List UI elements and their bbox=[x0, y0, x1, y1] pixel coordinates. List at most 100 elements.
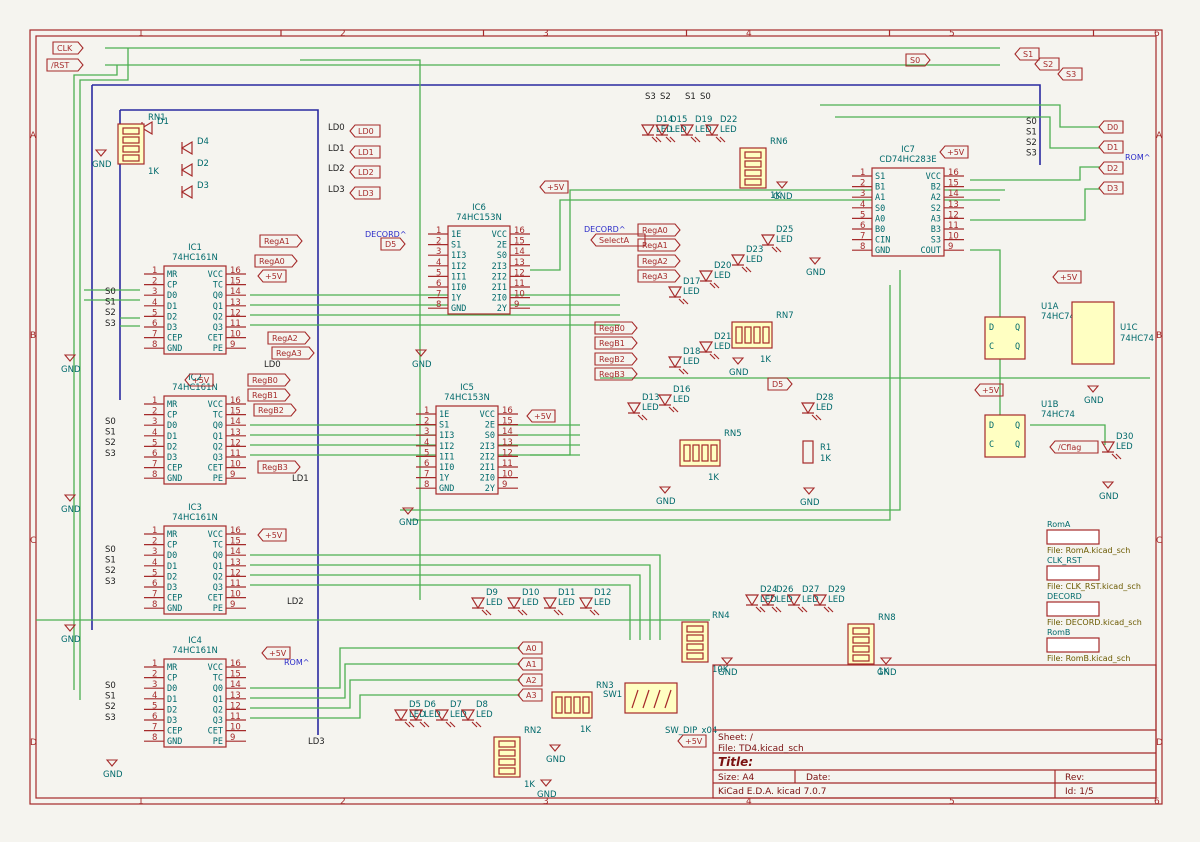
pin-number: 12 bbox=[230, 308, 241, 318]
net-name-s3: S3 bbox=[105, 577, 116, 587]
pin-number: 10 bbox=[230, 590, 241, 600]
net-name-s3: S3 bbox=[105, 319, 116, 329]
gnd-symbol: GND bbox=[92, 149, 112, 170]
pin-name: D1 bbox=[167, 302, 177, 312]
led-ref: D1 bbox=[157, 117, 169, 127]
svg-text:GND: GND bbox=[1099, 492, 1119, 502]
led-ref: D21 bbox=[714, 332, 731, 342]
global-label-rega0b: RegA0 bbox=[637, 223, 681, 237]
led-d2[interactable]: D2 bbox=[180, 159, 209, 178]
pin-number: 14 bbox=[230, 680, 241, 690]
r1-ref: R1 bbox=[820, 443, 831, 453]
gnd-symbol: GND bbox=[877, 657, 897, 678]
led-d3[interactable]: D3 bbox=[180, 181, 209, 200]
led-value: LED bbox=[683, 287, 700, 297]
led-ref: D17 bbox=[683, 277, 700, 287]
global-label-a3: A3 bbox=[517, 688, 543, 702]
pin-name: GND bbox=[451, 304, 466, 314]
svg-text:S2: S2 bbox=[1043, 60, 1053, 69]
pin-number: 13 bbox=[514, 258, 525, 268]
svg-text:RegB0: RegB0 bbox=[252, 376, 278, 385]
svg-text:/RST: /RST bbox=[51, 61, 69, 70]
ic-ref: IC4 bbox=[188, 636, 202, 646]
pin-number: 3 bbox=[152, 417, 157, 427]
svg-text:GND: GND bbox=[773, 192, 793, 202]
sheet-file: File: RomB.kicad_sch bbox=[1047, 654, 1130, 663]
rn-value: 1K bbox=[760, 355, 771, 365]
pin-name: COUT bbox=[921, 246, 941, 256]
net-name-ld0: LD0 bbox=[328, 123, 345, 133]
pin-number: 6 bbox=[436, 279, 441, 289]
pin-name: VCC bbox=[208, 270, 223, 280]
pin-number: 4 bbox=[436, 258, 441, 268]
svg-text:GND: GND bbox=[103, 770, 123, 780]
border-row-label: D bbox=[1156, 738, 1163, 748]
led-value: LED bbox=[424, 710, 441, 720]
svg-text:GND: GND bbox=[1084, 396, 1104, 406]
svg-text:GND: GND bbox=[806, 268, 826, 278]
global-label-regb2b: RegB2 bbox=[594, 352, 638, 366]
pin-number: 4 bbox=[152, 428, 157, 438]
power-5v-label: +5V bbox=[526, 409, 556, 423]
r1-value: 1K bbox=[820, 454, 831, 464]
pin-name: MR bbox=[167, 400, 178, 410]
net-name-s0: S0 bbox=[105, 287, 116, 297]
gnd-symbol: GND bbox=[546, 744, 566, 765]
pin-name: Q0 bbox=[213, 684, 223, 694]
led-ref: D8 bbox=[476, 700, 488, 710]
pin-number: 16 bbox=[230, 396, 241, 406]
svg-text:LD3: LD3 bbox=[358, 189, 374, 198]
led-d4[interactable]: D4 bbox=[180, 137, 209, 156]
sheet-name: CLK_RST bbox=[1047, 556, 1082, 565]
